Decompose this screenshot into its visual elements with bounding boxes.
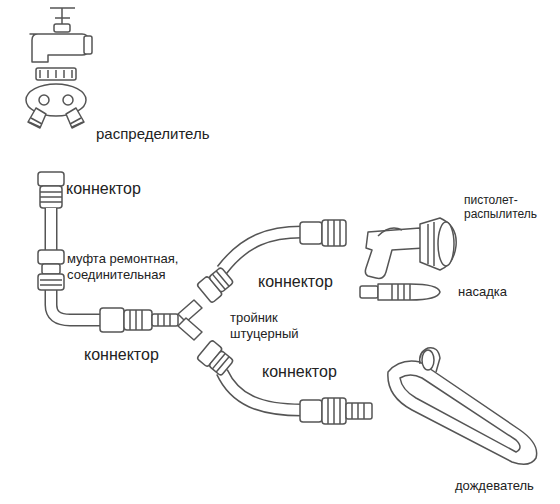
connector-part	[300, 400, 322, 422]
connector-part	[38, 172, 64, 208]
distributor	[29, 118, 83, 127]
connector-label: коннектор	[262, 362, 337, 381]
faucet	[30, 34, 88, 62]
repair-coupling	[38, 250, 64, 290]
hose	[222, 232, 302, 270]
tee-fitting	[178, 300, 202, 322]
sprinkler	[388, 348, 537, 465]
connector-part	[40, 192, 62, 202]
connector-part	[328, 398, 340, 424]
part-label: распределитель	[96, 125, 210, 143]
connector-part	[40, 186, 62, 208]
sprinkler	[420, 348, 440, 372]
spray-gun	[365, 218, 456, 278]
hose	[222, 232, 302, 270]
part-label: дождеватель	[455, 478, 534, 494]
tee-fitting	[152, 300, 202, 340]
spray-gun	[378, 228, 402, 236]
connector-part	[212, 271, 229, 290]
connector-part	[328, 220, 340, 246]
hose	[46, 208, 56, 252]
distributor	[63, 95, 73, 105]
connector-part	[124, 310, 152, 330]
sprinkler	[400, 375, 520, 452]
connector-part	[100, 308, 124, 332]
hose	[51, 290, 102, 320]
connector-label: коннектор	[66, 179, 141, 198]
distributor	[40, 70, 72, 78]
connector-part	[352, 403, 364, 419]
faucet	[54, 24, 70, 32]
hose	[45, 208, 58, 252]
connector-label: коннектор	[258, 272, 333, 291]
connector-part	[100, 308, 152, 332]
tee-fitting	[158, 314, 170, 326]
part-label: пистолет- распылитель	[464, 193, 556, 222]
repair-coupling	[38, 274, 64, 290]
part-label: муфта ремонтная, соединительная	[67, 251, 217, 282]
hose	[51, 290, 102, 320]
connector-part	[300, 398, 372, 424]
connector-part	[300, 220, 346, 246]
distributor	[39, 95, 49, 105]
nozzle	[378, 284, 440, 300]
spray-gun	[438, 222, 454, 266]
repair-coupling	[38, 250, 64, 264]
connector-part	[38, 172, 64, 186]
connector-part	[197, 266, 235, 304]
connector-label: коннектор	[84, 345, 159, 364]
distributor	[26, 68, 86, 128]
nozzle	[360, 284, 440, 300]
sprinkler	[422, 350, 434, 370]
sprinkler	[388, 361, 537, 464]
part-label: тройник штуцерный	[230, 310, 330, 341]
spray-gun	[365, 228, 424, 278]
connector-part	[212, 354, 229, 373]
spray-gun	[428, 222, 434, 266]
connector-part	[346, 403, 372, 419]
repair-coupling	[42, 264, 60, 274]
faucet	[84, 36, 92, 54]
nozzle	[360, 286, 378, 298]
distributor	[36, 68, 76, 80]
connector-part	[130, 310, 142, 330]
tee-fitting	[178, 318, 202, 340]
connector-part	[322, 398, 346, 424]
connector-part	[300, 222, 322, 244]
spray-gun	[420, 218, 456, 270]
faucet	[30, 8, 92, 62]
connector-part	[209, 350, 234, 376]
repair-coupling	[40, 280, 62, 285]
connector-part	[209, 267, 234, 293]
connector-part	[197, 340, 235, 378]
illustration	[26, 8, 537, 464]
nozzle	[392, 284, 410, 300]
tee-fitting	[152, 314, 178, 326]
connector-part	[322, 220, 346, 246]
part-label: насадка	[458, 284, 507, 300]
